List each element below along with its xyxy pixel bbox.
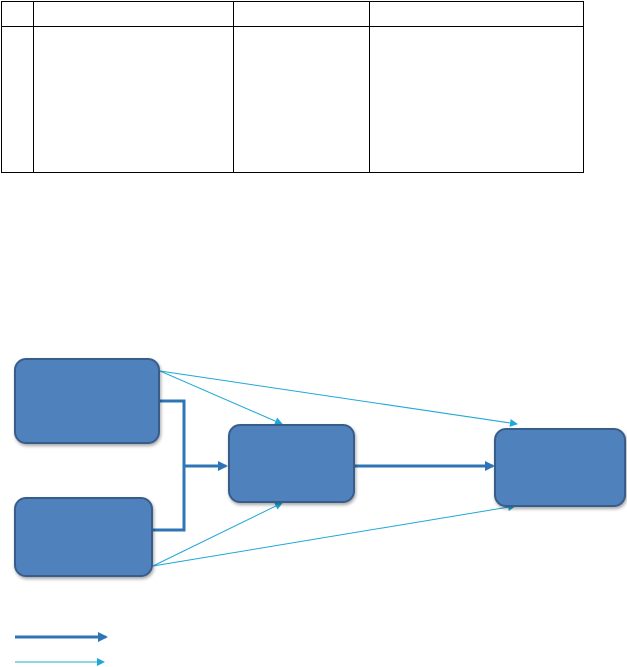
node-source-top (14, 358, 160, 444)
thin-arrow-top-to-middle (159, 370, 283, 425)
body-cell-2 (33, 26, 234, 173)
body-cell-4 (369, 26, 584, 173)
thin-arrow-bottom-to-target (152, 503, 516, 567)
node-middle (228, 424, 355, 503)
body-cell-3 (233, 26, 370, 173)
node-target (494, 428, 626, 507)
thick-connector-bottom (153, 466, 186, 532)
thin-arrow-top-to-target (159, 370, 518, 427)
thin-arrow-bottom-to-middle (152, 502, 283, 567)
data-table (1, 1, 584, 173)
node-source-bottom (14, 497, 153, 577)
thick-connector-top (160, 399, 186, 466)
table-row (1, 26, 584, 173)
header-cell-3 (233, 1, 370, 27)
body-cell-1 (1, 26, 34, 173)
